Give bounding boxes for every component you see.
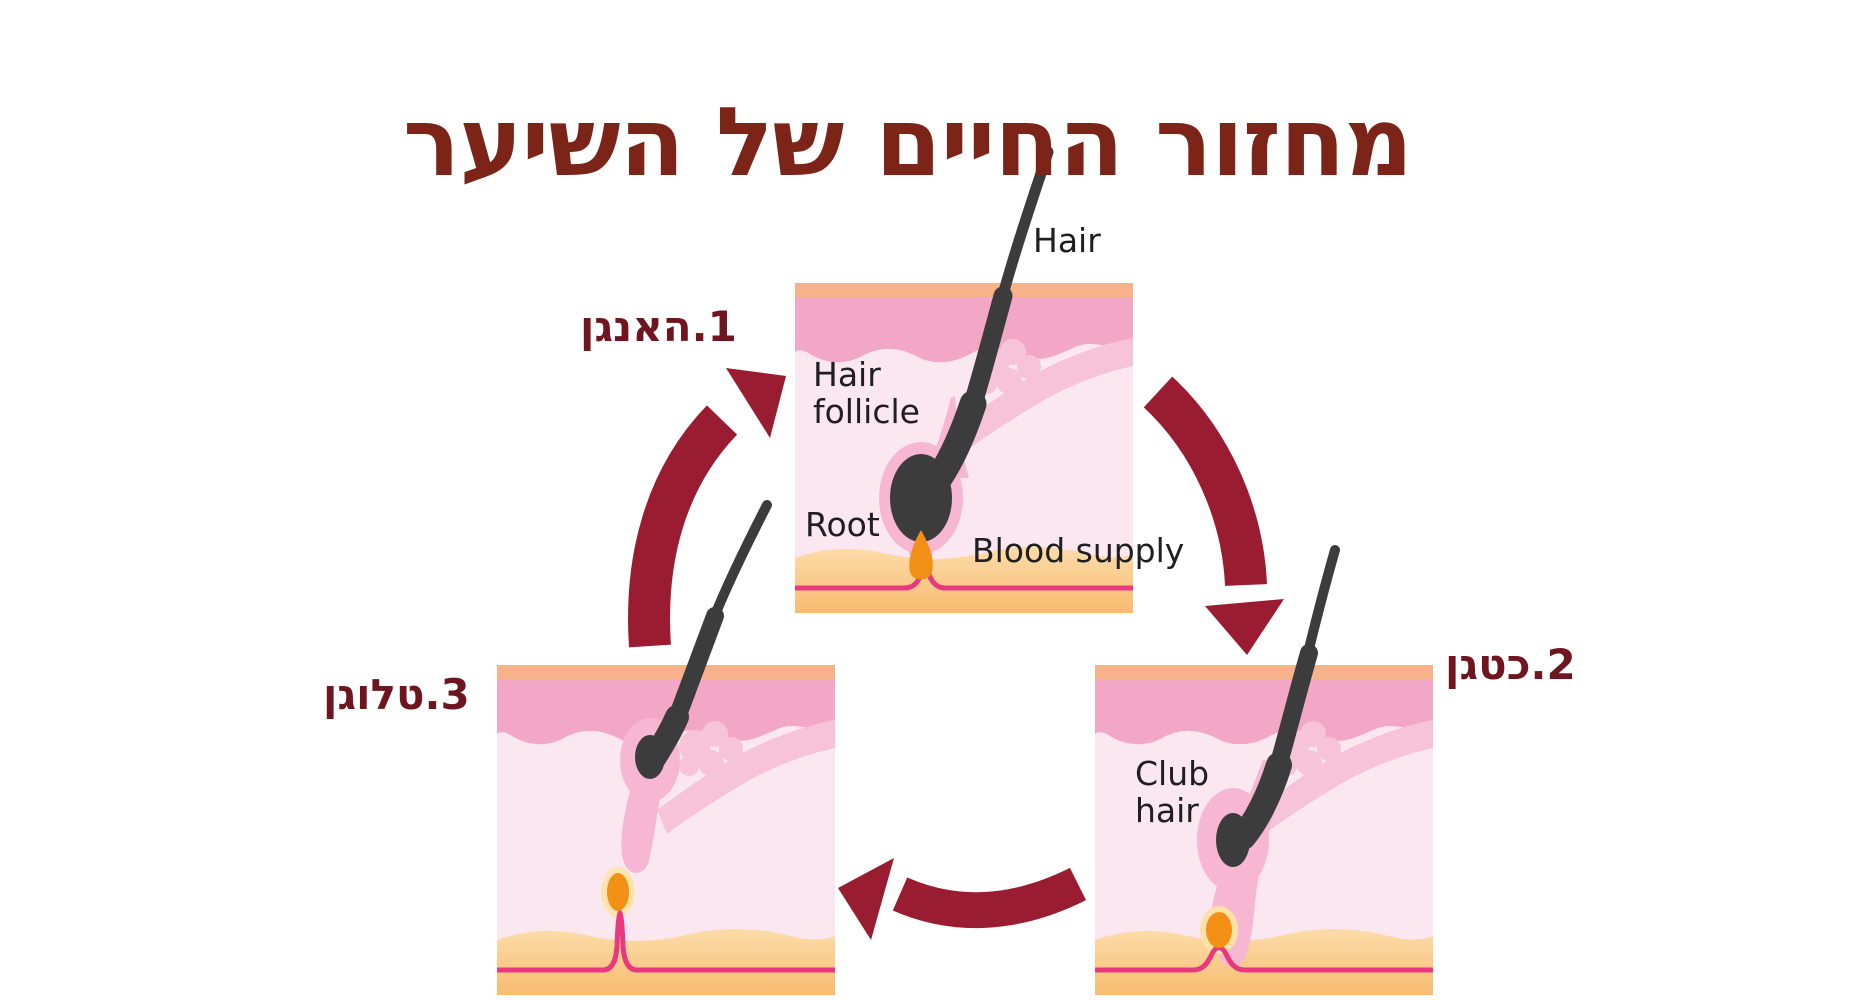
root-label: Root	[805, 505, 880, 544]
blood-supply-label: Blood supply	[972, 531, 1185, 570]
club-hair-label: Club hair	[1135, 754, 1210, 831]
catagen-panel	[1095, 545, 1433, 995]
stage-label-telogen: 3.טלוגן	[323, 670, 470, 719]
dermal-papilla	[909, 530, 933, 580]
dermal-papilla	[1206, 912, 1232, 948]
blood-vessel	[497, 909, 835, 973]
telogen-panel	[497, 500, 835, 995]
club-hair-end	[1216, 813, 1250, 867]
arrow-anagen-to-catagen-icon	[1143, 376, 1284, 655]
stage-label-catagen: 2.כטגן	[1445, 640, 1576, 689]
stage-label-anagen: 1.האנגן	[580, 302, 737, 351]
page-title: מחזור החיים של השיער	[403, 87, 1413, 198]
arrow-telogen-to-anagen-icon	[628, 368, 786, 648]
hair-bulb	[890, 454, 952, 542]
arrow-catagen-to-telogen-icon	[838, 858, 1087, 940]
club-hair-end	[635, 735, 665, 779]
hair-follicle-label: Hair follicle	[813, 355, 920, 432]
anagen-panel	[795, 146, 1133, 613]
hair-label: Hair	[1033, 221, 1101, 260]
dermal-papilla	[607, 873, 629, 911]
